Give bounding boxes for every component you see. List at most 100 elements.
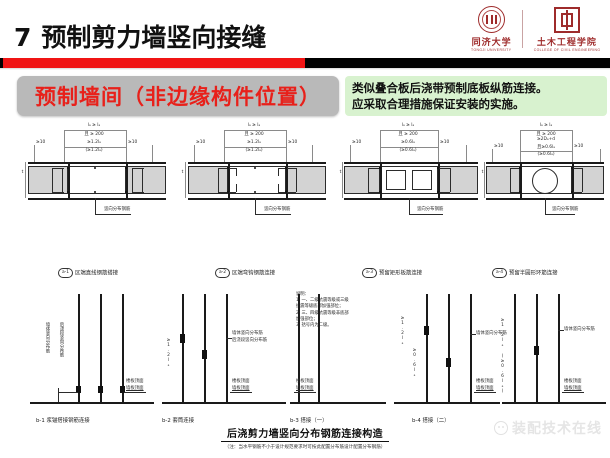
plan-a-dim-left: ≥10 xyxy=(36,140,46,145)
section-b1-leader-1: 楼板顶面 xyxy=(126,379,144,384)
plan-detail-b: lₐ ≥ lₐ 且 ≥ 200 ≥10 ≥1.2lₐ ≥10 (≥1.2lₐ) xyxy=(178,120,330,230)
plan-c-dim-side: t xyxy=(338,170,343,175)
plan-caption-a-text: 区端直线钢筋搭接 xyxy=(75,270,119,277)
plan-c-dim-mid-2: (≥0.6lₐ) xyxy=(399,148,417,153)
plan-b-dim-mid: ≥1.2lₐ xyxy=(247,140,261,145)
plan-c-precast-panel-right xyxy=(438,166,478,194)
section-caption-b4-text: 搭接（二） xyxy=(422,418,450,424)
plan-c-rect-loop-left xyxy=(386,170,406,190)
plan-b-dim-side: t xyxy=(180,170,185,175)
plan-caption-b-num: a-2 xyxy=(215,268,230,278)
plan-a-leader-label: 竖向分布钢筋 xyxy=(104,207,131,212)
tongji-university-logo: 同济大学 TONGJI UNIVERSITY xyxy=(470,6,512,52)
section-caption-b2-text: 套筒连接 xyxy=(172,418,195,424)
plan-d-dim-mid-2: 且≥0.6lₐ xyxy=(536,145,556,150)
section-detail-b5: ≥1.2lₐ (≥0.6lₐ) 墙体竖向分布筋 楼板顶面 墙板顶面 xyxy=(500,288,608,413)
section-b2-leader-4: 墙板顶面 xyxy=(232,386,250,391)
civil-logo-cn: 土木工程学院 xyxy=(536,36,597,47)
section-b5-leader-3: 墙板顶面 xyxy=(564,386,582,391)
plan-b-dim-top-2: 且 ≥ 200 xyxy=(244,132,264,137)
notes-block: 说明： 1. 一、二级抗震等级或三级 抗震等级底部加强部位； 2. 三、四级抗震… xyxy=(296,292,349,329)
civil-logo-en: COLLEGE OF CIVIL ENGINEERING xyxy=(533,47,601,52)
accent-bar-black xyxy=(0,58,610,68)
section-b4-vlabel-1: ≥1.2lₐ xyxy=(400,316,405,346)
section-b2-leader-2: 后浇段竖向分布筋 xyxy=(232,338,268,343)
plan-b-leader-label: 竖向分布钢筋 xyxy=(264,207,291,212)
section-b1-leader-2: 墙板顶面 xyxy=(126,386,144,391)
notes-item-4: 3. 括号内为二级。 xyxy=(296,323,332,329)
civil-engineering-seal-icon xyxy=(553,6,580,33)
plan-d-dim-top-2: 且 ≥ 200 xyxy=(536,132,556,137)
section-caption-b1-num: b-1 xyxy=(36,418,45,424)
plan-d-semicircular-loop xyxy=(532,168,558,194)
plan-a-dim-side: t xyxy=(20,170,25,175)
note-box: 类似叠合板后浇带预制底板纵筋连接。 应采取合理措施保证安装的实施。 xyxy=(345,76,607,116)
section-number: 7 xyxy=(14,23,32,52)
note-line-1: 类似叠合板后浇带预制底板纵筋连接。 xyxy=(352,81,548,95)
subtitle-text: 预制墙间（非边缘构件位置） xyxy=(35,85,321,109)
section-b4-leader-3: 墙板顶面 xyxy=(476,386,494,391)
plan-d-dim-mid: ≥2Dₐ+d xyxy=(536,137,556,142)
logo-divider xyxy=(521,10,523,48)
plan-a-dim-top-1: lₐ ≥ lₐ xyxy=(87,123,101,128)
plan-b-dim-top-1: lₐ ≥ lₐ xyxy=(247,123,261,128)
section-caption-b3-num: b-3 xyxy=(290,418,299,424)
drawing-area: lₐ ≥ lₐ 且 ≥ 200 ≥10 ≥1.2lₐ ≥10 (≥1.2lₐ) xyxy=(0,120,610,458)
plan-caption-c-num: a-3 xyxy=(362,268,377,278)
section-caption-b3: b-3 搭接（一） xyxy=(290,416,327,424)
plan-caption-d-text: 预留半圆形环筋连接 xyxy=(509,270,558,277)
accent-bar-red xyxy=(3,58,305,68)
tongji-logo-en: TONGJI UNIVERSITY xyxy=(471,48,512,52)
notes-item-1: 抗震等级底部加强部位； xyxy=(296,304,344,310)
logo-group: 同济大学 TONGJI UNIVERSITY 土木工程学院 COLLEGE OF… xyxy=(470,2,602,56)
plan-d-dim-side: t xyxy=(480,170,485,175)
tongji-crest-icon xyxy=(478,6,506,33)
section-title-text: 预制剪力墙竖向接缝 xyxy=(41,23,267,52)
plan-c-dim-top-1: lₐ ≥ lₐ xyxy=(401,123,415,128)
section-detail-b2: ≥1.2lₐ 墙体竖向分布筋 后浇段竖向分布筋 楼板顶面 墙板顶面 xyxy=(160,288,288,413)
section-b2-vlabel-1: ≥1.2lₐ xyxy=(166,338,171,368)
note-line-2: 应采取合理措施保证安装的实施。 xyxy=(352,97,525,111)
plan-d-precast-panel-right xyxy=(572,166,604,194)
section-b4-leader-1: 墙体竖向分布筋 xyxy=(476,331,507,336)
section-detail-b3: 楼板顶面 墙板顶面 xyxy=(288,288,388,413)
plan-c-precast-panel-left xyxy=(344,166,380,194)
notes-item-0: 1. 一、二级抗震等级或三级 xyxy=(296,298,349,304)
section-b2-leader-1: 墙体竖向分布筋 xyxy=(232,331,263,336)
plan-d-dim-mid-3: (≥0.6lₐ) xyxy=(537,152,555,157)
section-b3-leader-3: 墙板顶面 xyxy=(296,386,314,391)
section-b1-vlabel-2: 后浇段竖向分布筋 xyxy=(59,322,64,358)
plan-a-dim-mid: ≥1.2lₐ xyxy=(87,140,101,145)
plan-d-precast-panel-left xyxy=(486,166,520,194)
plan-c-dim-top-2: 且 ≥ 200 xyxy=(398,132,418,137)
section-b4-leader-2: 楼板顶面 xyxy=(476,379,494,384)
plan-c-rect-loop-right xyxy=(412,170,432,190)
section-caption-b2-num: b-2 xyxy=(162,418,171,424)
section-caption-b1-text: 浆锚搭接钢筋连接 xyxy=(46,418,90,424)
plan-c-dim-left: ≥10 xyxy=(352,140,362,145)
section-detail-b4: ≥1.2lₐ ≥0.6lₐ 墙体竖向分布筋 楼板顶面 墙板顶面 xyxy=(392,288,507,413)
section-b5-vlabel-1: ≥1.2lₐ xyxy=(500,318,505,348)
watermark: 装配技术在线 xyxy=(494,418,602,438)
plan-b-dim-mid-2: (≥1.2lₐ) xyxy=(245,148,263,153)
section-caption-b4: b-4 搭接（二） xyxy=(412,416,449,424)
watermark-icon xyxy=(494,421,508,435)
plan-detail-c: lₐ ≥ lₐ 且 ≥ 200 ≥10 ≥0.6lₐ ≥10 (≥0.6lₐ) xyxy=(338,120,480,230)
plan-c-dim-right: ≥10 xyxy=(440,140,450,145)
plan-b-dim-right: ≥10 xyxy=(288,140,298,145)
figure-caption-main: 后浇剪力墙竖向分布钢筋连接构造 xyxy=(221,425,389,442)
plan-detail-a: lₐ ≥ lₐ 且 ≥ 200 ≥10 ≥1.2lₐ ≥10 (≥1.2lₐ) xyxy=(18,120,170,230)
slide-header: 7 预制剪力墙竖向接缝 同济大学 TONGJI UNIVERSITY 土木工程学院… xyxy=(0,0,610,58)
watermark-text: 装配技术在线 xyxy=(512,421,602,437)
tongji-logo-cn: 同济大学 xyxy=(471,37,512,47)
plan-a-cast-in-situ-zone xyxy=(68,166,126,194)
plan-b-cast-in-situ-zone xyxy=(228,166,286,194)
plan-a-precast-panel-left xyxy=(28,166,68,194)
plan-c-leader-label: 竖向分布钢筋 xyxy=(417,207,444,212)
plan-d-dim-top-1: lₐ ≥ lₐ xyxy=(539,123,553,128)
notes-title: 说明： xyxy=(296,292,309,297)
plan-a-dim-mid-2: (≥1.2lₐ) xyxy=(85,148,103,153)
